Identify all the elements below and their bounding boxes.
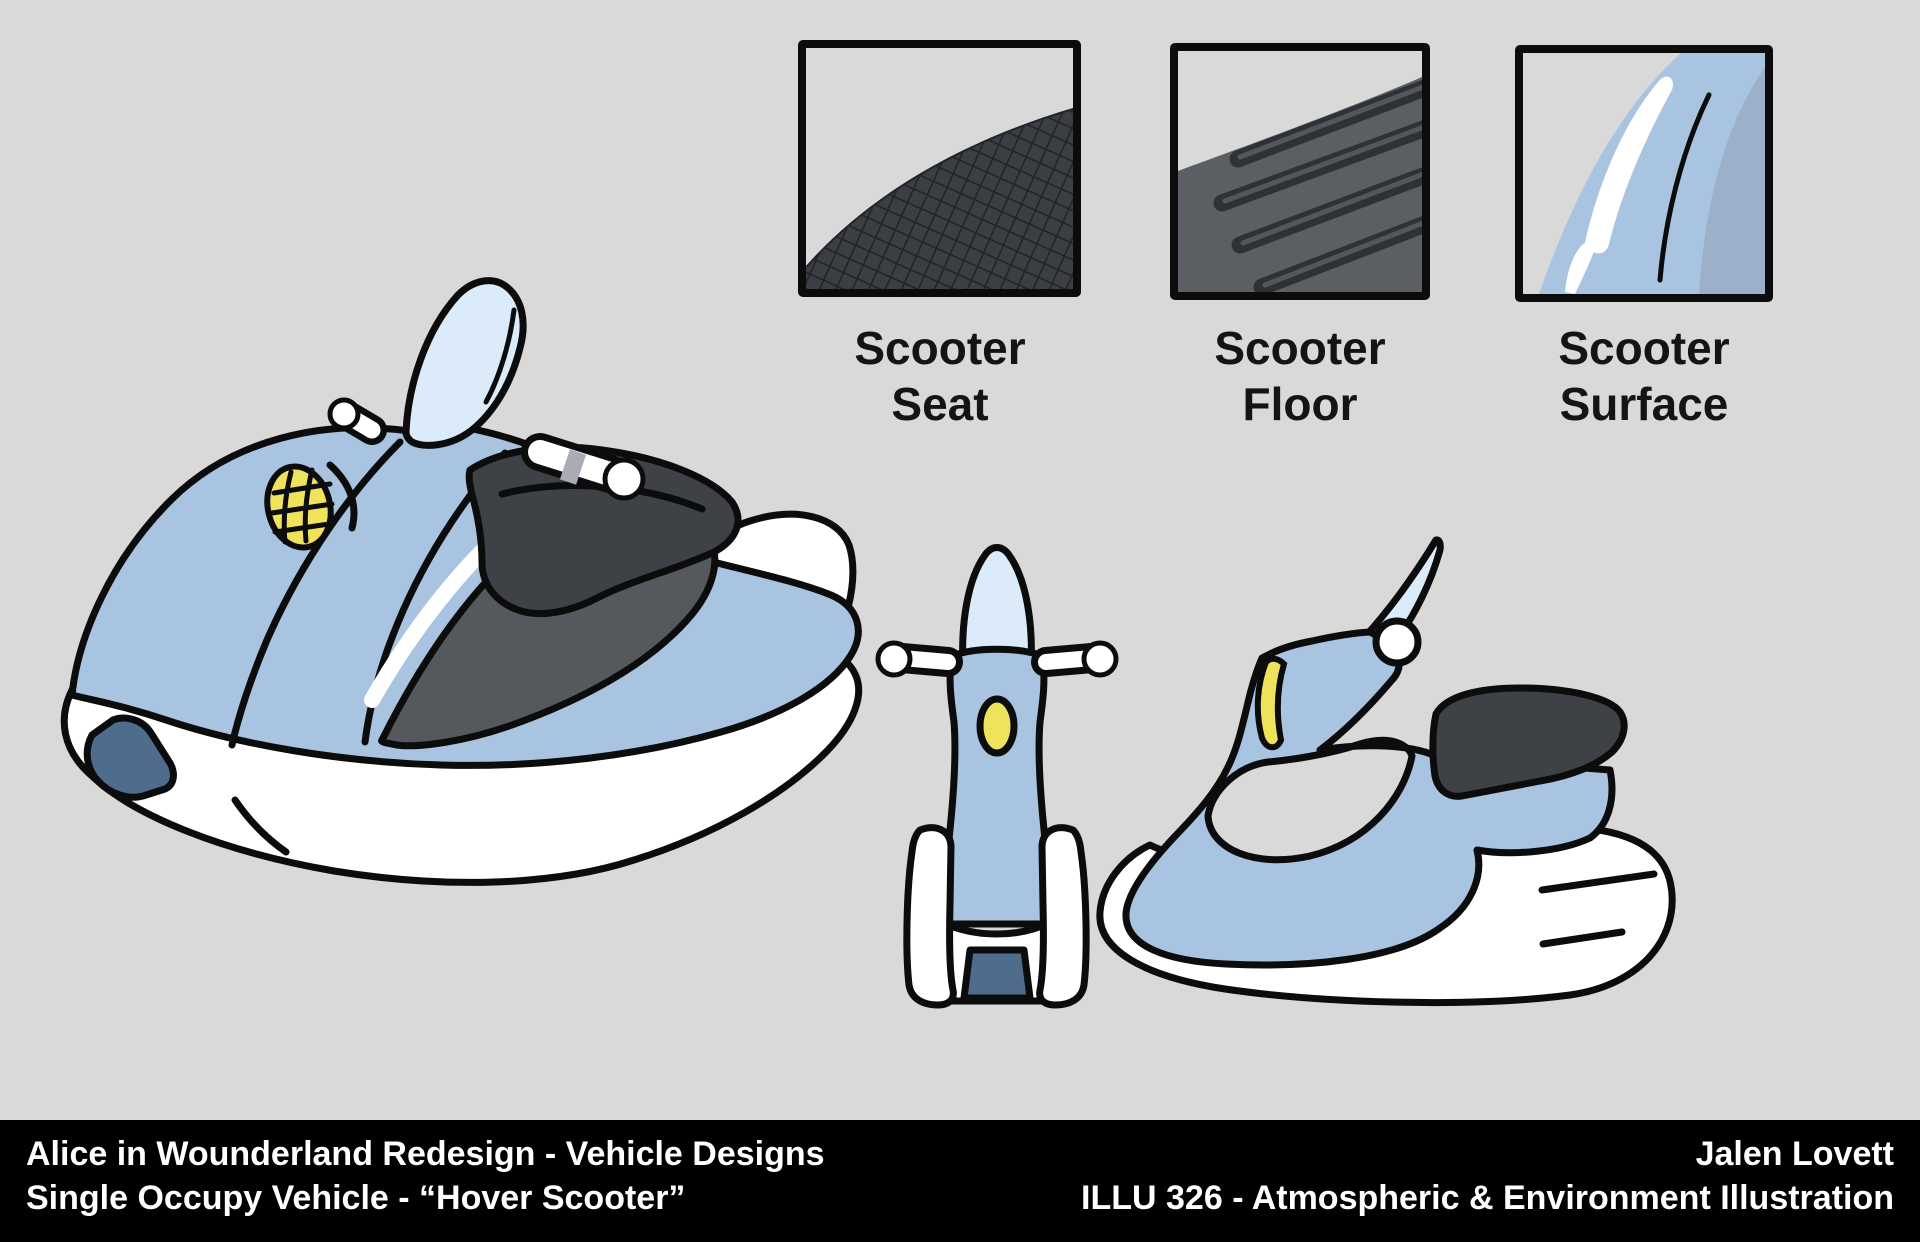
- label-line: Scooter: [1214, 322, 1386, 374]
- hood-crease-line: [326, 461, 358, 532]
- left-handle-knob: [327, 397, 387, 445]
- right-handlebar-grip: [521, 433, 646, 501]
- headlight-hatch: [269, 467, 335, 545]
- highlight-small: [1565, 242, 1594, 294]
- band-line: [1657, 92, 1712, 283]
- label-line: Floor: [1242, 378, 1358, 430]
- label-scooter-seat: Scooter Seat: [780, 320, 1100, 432]
- hull: [1122, 628, 1616, 969]
- handlebar-knob: [1372, 617, 1422, 667]
- fender-line: [1538, 870, 1658, 894]
- tread-grooves: [1213, 77, 1422, 292]
- nose-vent: [83, 714, 177, 801]
- label-line: Scooter: [854, 322, 1026, 374]
- surface-texture-image: [1539, 53, 1765, 294]
- scooter-front-view: [875, 544, 1119, 1009]
- seat: [1429, 684, 1628, 800]
- grip-end-ball: [602, 457, 646, 501]
- hood-spine-line: [228, 438, 404, 749]
- footer-right-column: Jalen Lovett ILLU 326 - Atmospheric & En…: [1081, 1132, 1894, 1220]
- course-title: ILLU 326 - Atmospheric & Environment Ill…: [1081, 1179, 1894, 1217]
- credits-footer: Alice in Wounderland Redesign - Vehicle …: [0, 1120, 1920, 1242]
- label-line: Scooter: [1558, 322, 1730, 374]
- headlight: [264, 463, 335, 551]
- label-scooter-surface: Scooter Surface: [1484, 320, 1804, 432]
- seat-texture-image: [806, 108, 1073, 289]
- label-line: Seat: [891, 378, 989, 430]
- windshield-line: [483, 307, 517, 405]
- steering-column: [938, 645, 1056, 928]
- headlight: [976, 695, 1018, 757]
- grip-band: [559, 449, 587, 485]
- hover-vent: [960, 946, 1034, 1002]
- highlight-large: [1585, 76, 1673, 254]
- right-foot-fender: [1036, 824, 1090, 1009]
- swatch-scooter-seat: [798, 40, 1081, 297]
- footer-left-column: Alice in Wounderland Redesign - Vehicle …: [26, 1132, 825, 1220]
- headlight: [1254, 655, 1288, 751]
- left-foot-fender: [903, 824, 957, 1009]
- left-handlebar: [875, 640, 963, 678]
- scooter-three-quarter-view: [60, 277, 863, 886]
- swatch-scooter-floor: [1170, 43, 1430, 300]
- right-handlebar: [1031, 640, 1119, 678]
- windshield: [402, 277, 527, 449]
- label-line: Surface: [1559, 378, 1729, 430]
- project-title: Alice in Wounderland Redesign - Vehicle …: [26, 1135, 825, 1173]
- band-shade: [1699, 66, 1765, 294]
- artist-name: Jalen Lovett: [1695, 1135, 1894, 1173]
- label-scooter-floor: Scooter Floor: [1140, 320, 1460, 432]
- skirt-crease-line: [231, 796, 290, 856]
- floor-texture-image: [1178, 77, 1422, 292]
- scooter-side-view: [1096, 536, 1676, 1007]
- swatch-scooter-surface: [1515, 45, 1773, 302]
- vehicle-subtitle: Single Occupy Vehicle - “Hover Scooter”: [26, 1179, 686, 1217]
- fender-line: [1539, 928, 1626, 948]
